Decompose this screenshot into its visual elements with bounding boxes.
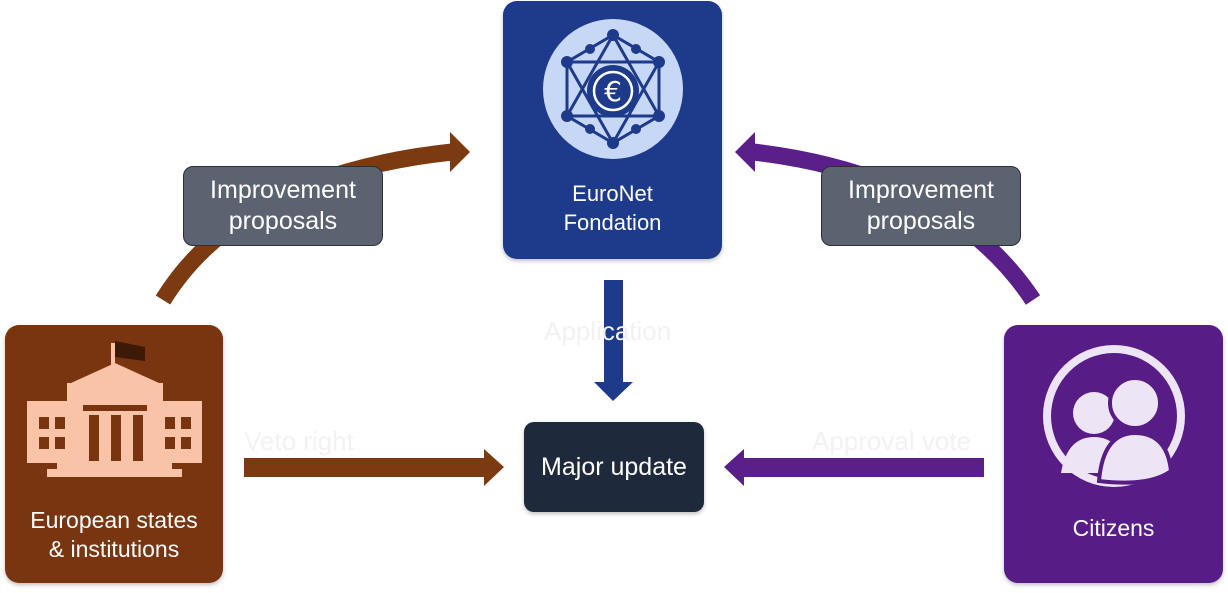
- people-icon: [1043, 345, 1185, 487]
- arrow-veto-shaft: [244, 458, 486, 477]
- proposal-box-right: Improvement proposals: [821, 166, 1021, 246]
- arrow-approval-head: [724, 449, 744, 486]
- node-label-foundation: EuroNet Fondation: [563, 181, 662, 235]
- network-euro-icon: €: [543, 19, 683, 159]
- arrow-veto-head: [484, 449, 504, 486]
- arrowhead-right-curve: [735, 132, 755, 172]
- major-update-label: Major update: [541, 452, 687, 481]
- arrow-application-head: [594, 382, 633, 401]
- node-european-states: European states & institutions: [5, 325, 223, 583]
- edge-label-approval: Approval vote: [812, 426, 971, 456]
- node-euronet-foundation: € EuroNet Fondation: [503, 1, 722, 259]
- arrow-approval-shaft: [742, 458, 984, 477]
- proposal-box-left: Improvement proposals: [183, 166, 383, 246]
- edge-label-application: Application: [544, 316, 672, 346]
- svg-text:€: €: [604, 75, 622, 108]
- node-label-citizens: Citizens: [1072, 515, 1155, 541]
- edge-label-veto: Veto right: [244, 426, 354, 456]
- node-citizens: Citizens: [1004, 325, 1223, 583]
- arrow-application-shaft: [604, 280, 623, 385]
- government-building-icon: [27, 341, 202, 477]
- node-label-states: European states & institutions: [30, 507, 198, 562]
- major-update-box: Major update: [524, 422, 704, 512]
- arrowhead-left-curve: [450, 132, 470, 172]
